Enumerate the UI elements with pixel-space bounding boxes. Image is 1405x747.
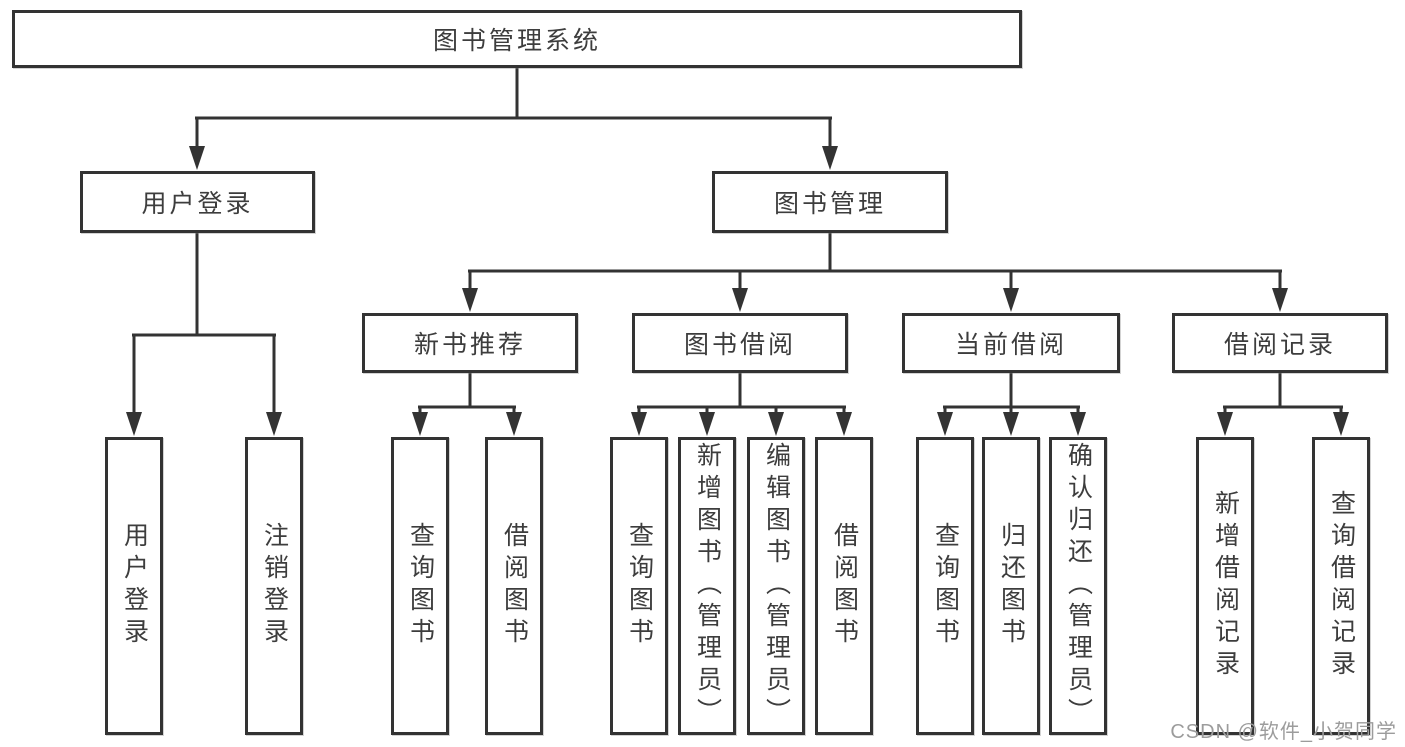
leaf-current-return-books: 归还图书 (982, 437, 1040, 735)
edge-new-book-children (412, 373, 522, 436)
edge-book-mgmt-children (462, 233, 1288, 312)
edge-borrow-record-children (1217, 373, 1349, 436)
node-book-mgmt: 图书管理 (712, 171, 948, 233)
leaf-current-query-books: 查询图书 (916, 437, 974, 735)
edge-root-to-level2 (189, 68, 838, 170)
leaf-user-login: 用户登录 (105, 437, 163, 735)
edge-current-borrow-children (937, 373, 1086, 436)
leaf-record-add-record: 新增借阅记录 (1196, 437, 1254, 735)
leaf-newbook-query-books: 查询图书 (391, 437, 449, 735)
node-user-login: 用户登录 (80, 171, 315, 233)
node-new-book: 新书推荐 (362, 313, 578, 373)
leaf-borrow-query-books: 查询图书 (610, 437, 668, 735)
leaf-borrow-borrow-books: 借阅图书 (815, 437, 873, 735)
edge-book-borrow-children (631, 373, 852, 436)
node-book-borrow: 图书借阅 (632, 313, 848, 373)
leaf-logout: 注销登录 (245, 437, 303, 735)
leaf-record-query-record: 查询借阅记录 (1312, 437, 1370, 735)
node-borrow-record: 借阅记录 (1172, 313, 1388, 373)
node-current-borrow: 当前借阅 (902, 313, 1120, 373)
node-root: 图书管理系统 (12, 10, 1022, 68)
csdn-watermark: CSDN @软件_小贺同学 (1170, 721, 1397, 743)
leaf-borrow-add-books-admin: 新增图书（管理员） (678, 437, 736, 735)
leaf-current-confirm-return-admin: 确认归还（管理员） (1049, 437, 1107, 735)
leaf-newbook-borrow-books: 借阅图书 (485, 437, 543, 735)
leaf-borrow-edit-books-admin: 编辑图书（管理员） (747, 437, 805, 735)
edge-user-login-children (126, 233, 282, 436)
